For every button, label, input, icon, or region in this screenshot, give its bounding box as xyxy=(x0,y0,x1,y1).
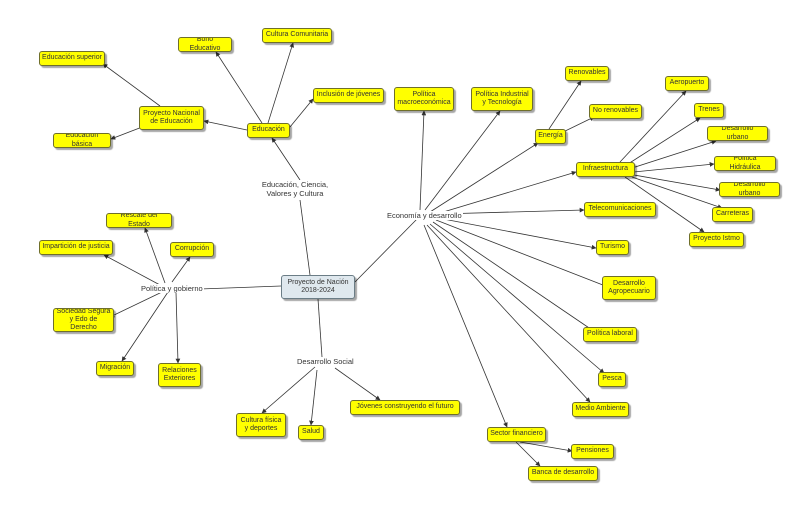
branch-politica-gobierno: Política y gobierno xyxy=(140,284,204,293)
connector-line xyxy=(215,51,263,124)
node-no-renovables[interactable]: No renovables xyxy=(589,104,642,119)
connector-line xyxy=(519,441,573,453)
connector-line xyxy=(109,291,163,318)
connector-line xyxy=(631,176,723,209)
connector-line xyxy=(271,137,301,181)
node-relaciones-exteriores[interactable]: Relaciones Exteriores xyxy=(158,363,201,387)
connector-line xyxy=(439,170,577,214)
connector-line xyxy=(419,110,427,211)
branch-educacion-ciencia: Educación, Ciencia, Valores y Cultura xyxy=(258,180,332,198)
connector-line xyxy=(199,285,282,290)
node-sector-financiero[interactable]: Sector financiero xyxy=(487,427,546,442)
node-migracion[interactable]: Migración xyxy=(96,361,134,376)
node-bono-educativo[interactable]: Bono Educativo xyxy=(178,37,232,52)
node-salud[interactable]: Salud xyxy=(298,425,324,440)
connector-line xyxy=(624,176,705,233)
connector-line xyxy=(633,162,715,173)
node-aeropuerto[interactable]: Aeropuerto xyxy=(665,76,709,91)
node-turismo[interactable]: Turismo xyxy=(596,240,629,255)
node-politica-macroeconomica[interactable]: Política macroeconómica xyxy=(394,87,454,111)
node-trenes[interactable]: Trenes xyxy=(694,103,724,118)
connector-line xyxy=(171,256,191,283)
connector-line xyxy=(354,217,419,283)
node-educacion-superior[interactable]: Educación superior xyxy=(39,51,105,66)
branch-economia-desarrollo: Economía y desarrollo xyxy=(386,211,463,220)
connector-line xyxy=(267,42,295,124)
connector-line xyxy=(439,207,585,215)
connector-line xyxy=(121,291,169,362)
connector-line xyxy=(289,98,314,128)
node-educacion[interactable]: Educación xyxy=(247,123,290,138)
center-node-proyecto-de-nacion[interactable]: Proyecto de Nación 2018-2024 xyxy=(281,275,355,299)
branch-desarrollo-social: Desarrollo Social xyxy=(296,357,355,366)
node-desarrollo-urbano-2[interactable]: Desarrollo urbano xyxy=(719,182,780,197)
node-jovenes-futuro[interactable]: Jóvenes construyendo el futuro xyxy=(350,400,460,415)
node-politica-laboral[interactable]: Política laboral xyxy=(583,327,637,342)
connector-line xyxy=(317,298,323,358)
connector-line xyxy=(424,110,501,211)
connector-line xyxy=(144,227,166,284)
connector-line xyxy=(429,142,539,213)
node-rescate-estado[interactable]: Rescate del Estado xyxy=(106,213,172,228)
connector-line xyxy=(627,117,701,165)
node-desarrollo-agropecuario[interactable]: Desarrollo Agropecuario xyxy=(602,276,656,300)
node-renovables[interactable]: Renovables xyxy=(565,66,609,81)
connector-line xyxy=(175,291,181,364)
connector-line xyxy=(437,217,597,250)
node-medio-ambiente[interactable]: Medio Ambiente xyxy=(572,402,629,417)
node-sociedad-segura[interactable]: Sociedad Segura y Edo de Derecho xyxy=(53,308,114,332)
connector-line xyxy=(432,221,599,335)
node-imparticion-justicia[interactable]: Impartición de justicia xyxy=(39,240,113,255)
node-cultura-fisica[interactable]: Cultura física y deportes xyxy=(236,413,286,437)
node-carreteras[interactable]: Carreteras xyxy=(712,207,753,222)
node-politica-industrial[interactable]: Política Industrial y Tecnología xyxy=(471,87,533,111)
node-banca-desarrollo[interactable]: Banca de desarrollo xyxy=(528,466,598,481)
node-proyecto-istmo[interactable]: Proyecto Istmo xyxy=(689,232,744,247)
node-desarrollo-urbano-1[interactable]: Desarrollo urbano xyxy=(707,126,768,141)
connector-line xyxy=(261,366,316,414)
connector-line xyxy=(435,219,609,288)
connector-line xyxy=(299,199,311,276)
connector-line xyxy=(548,80,582,130)
connector-line xyxy=(429,223,605,374)
node-energia[interactable]: Energía xyxy=(535,129,566,144)
connector-line xyxy=(515,441,541,467)
node-proyecto-nacional-educacion[interactable]: Proyecto Nacional de Educación xyxy=(139,106,204,130)
node-pesca[interactable]: Pesca xyxy=(598,372,626,387)
connector-line xyxy=(334,367,381,401)
connector-line xyxy=(309,369,318,426)
node-inclusion-jovenes[interactable]: Inclusión de jóvenes xyxy=(313,88,384,103)
connector-line xyxy=(619,90,687,163)
node-educacion-basica[interactable]: Educación básica xyxy=(53,133,111,148)
connector-line xyxy=(631,140,717,169)
node-infraestructura[interactable]: Infraestructura xyxy=(576,162,635,177)
connector-line xyxy=(426,224,591,403)
connector-line xyxy=(633,174,721,192)
node-politica-hidraulica[interactable]: Política Hidráulica xyxy=(714,156,776,171)
connector-line xyxy=(203,119,248,131)
connector-line xyxy=(103,254,161,286)
node-corrupcion[interactable]: Corrupción xyxy=(170,242,214,257)
node-telecomunicaciones[interactable]: Telecomunicaciones xyxy=(584,202,656,217)
connector-line xyxy=(102,63,161,107)
node-cultura-comunitaria[interactable]: Cultura Comunitaria xyxy=(262,28,332,43)
connector-line xyxy=(423,224,508,428)
node-pensiones[interactable]: Pensiones xyxy=(571,444,614,459)
